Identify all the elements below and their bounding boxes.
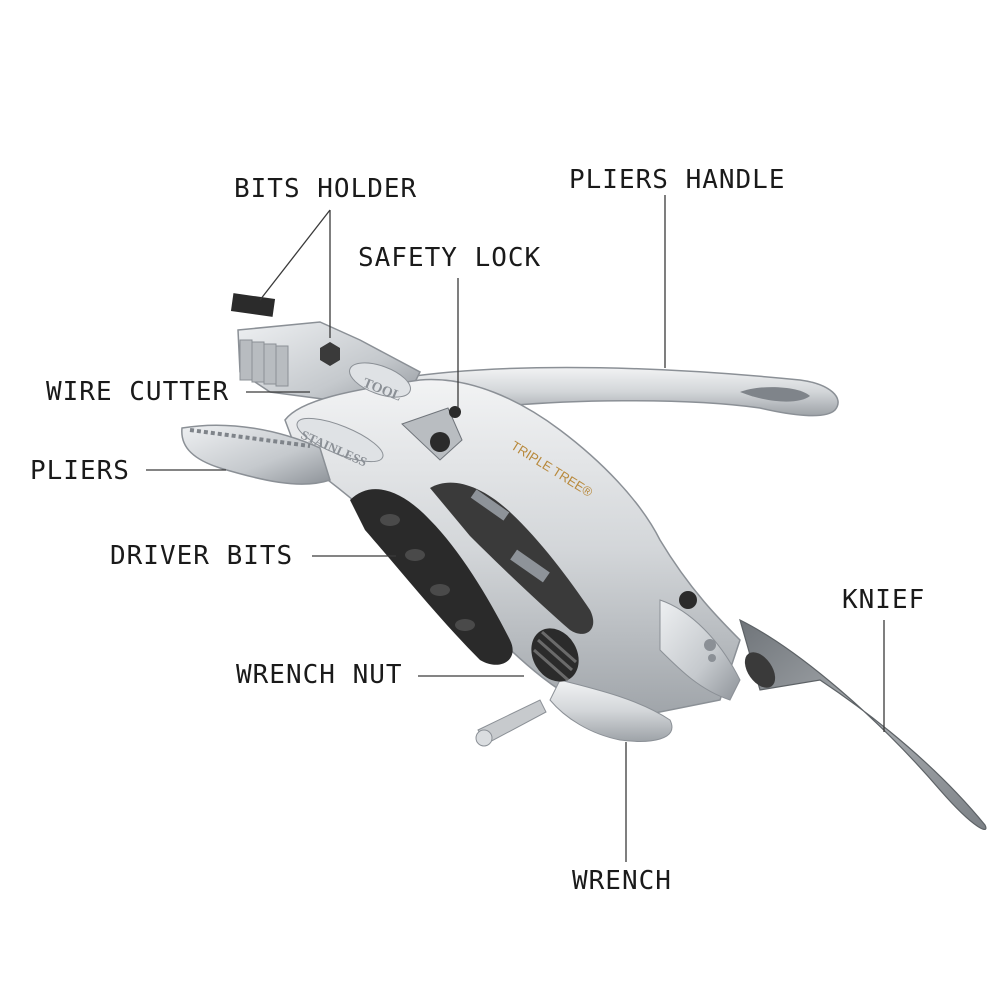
label-wrench-nut: WRENCH NUT (236, 660, 403, 690)
label-knief: KNIEF (842, 585, 926, 615)
leader-bits-holder-left (259, 209, 331, 301)
knife-pivot (744, 652, 776, 688)
label-bits-holder: BITS HOLDER (234, 174, 418, 204)
wrench-fixed-jaw (659, 599, 741, 701)
torx-screw-icon (679, 591, 697, 609)
pliers-jaw (181, 424, 331, 485)
knife-blade (739, 618, 987, 830)
label-wire-cutter: WIRE CUTTER (46, 377, 230, 407)
tool-emboss (349, 362, 411, 398)
grip-ridges (380, 514, 475, 631)
leader-lines (146, 195, 885, 862)
bits-holder-bit (230, 293, 276, 317)
rivet-icon (704, 639, 716, 651)
pliers-jaw-teeth (189, 428, 311, 448)
hex-socket-icon (320, 342, 340, 366)
rivet-icon-2 (708, 654, 716, 662)
label-wrench: WRENCH (572, 866, 672, 896)
driver-bit-tips (470, 489, 550, 583)
pin-cap-icon (475, 729, 493, 747)
lock-pin-icon (449, 406, 461, 418)
pliers-handle-slot (740, 387, 810, 402)
stainless-emboss (296, 417, 384, 463)
wire-cutter-teeth (239, 339, 289, 387)
label-pliers: PLIERS (30, 456, 130, 486)
label-driver-bits: DRIVER BITS (110, 541, 294, 571)
wrench-movable-jaw (549, 679, 673, 742)
label-safety-lock: SAFETY LOCK (358, 243, 542, 273)
wrench-nut-worm (531, 628, 579, 682)
lock-screw-icon (430, 432, 450, 452)
label-pliers-handle: PLIERS HANDLE (569, 165, 786, 195)
